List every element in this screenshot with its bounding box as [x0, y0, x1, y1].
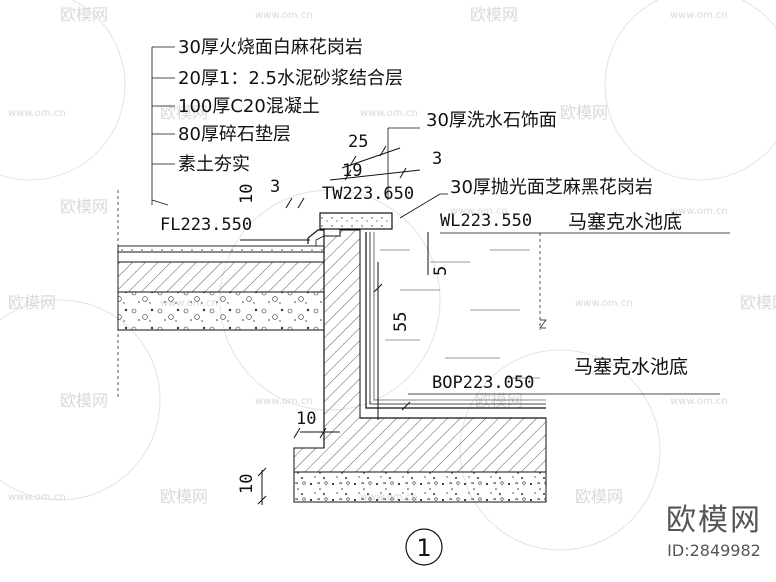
watermark-site: www.om.cn	[575, 298, 633, 309]
level-fl: FL223.550	[160, 215, 252, 235]
dim-10-left: 10	[237, 184, 257, 204]
wash-stone-label: 30厚洗水石饰面	[426, 110, 557, 131]
dimension-marks	[240, 145, 429, 505]
layer-label-soil: 素土夯实	[178, 154, 250, 175]
watermark-brand: 欧模网	[575, 487, 623, 506]
watermark-brand: 欧模网	[60, 197, 108, 216]
watermark-site: www.om.cn	[8, 108, 66, 119]
level-bop: BOP223.050	[432, 373, 534, 393]
layer-label-gravel: 80厚碎石垫层	[178, 124, 291, 145]
watermark-brand: 欧模网	[560, 103, 608, 122]
layer-label-concrete: 100厚C20混凝土	[178, 96, 320, 117]
watermark-layer: 欧模网 www.om.cn 欧模网 www.om.cn 欧模网 www.om.c…	[0, 0, 776, 551]
level-tw: TW223.650	[322, 184, 414, 204]
water-lines	[380, 249, 540, 379]
dim-10-base: 10	[237, 474, 257, 494]
brand-block: 欧模网 ID:2849982	[666, 495, 762, 560]
watermark-brand: 欧模网	[470, 5, 518, 24]
level-wl: WL223.550	[440, 211, 532, 231]
watermark-brand: 欧模网	[160, 487, 208, 506]
detail-number: 1	[416, 534, 431, 562]
watermark-brand: 欧模网	[60, 5, 108, 24]
layer-leaders	[151, 46, 730, 395]
watermark-brand: 欧模网	[60, 391, 108, 410]
watermark-site: www.om.cn	[670, 396, 728, 407]
ground-layers	[117, 245, 325, 331]
watermark-site: www.om.cn	[255, 10, 313, 21]
watermark-brand: 欧模网	[8, 293, 56, 312]
watermark-site: www.om.cn	[360, 108, 418, 119]
watermark-site: www.om.cn	[255, 396, 313, 407]
dim-55: 55	[391, 312, 411, 332]
watermark-brand: 欧模网	[475, 391, 523, 410]
dim-10-footing: 10	[296, 409, 316, 429]
mosaic-label-bottom: 马塞克水池底	[574, 356, 688, 378]
watermark-circle-3	[0, 299, 161, 501]
layer-label-mortar: 20厚1：2.5水泥砂浆结合层	[178, 68, 403, 89]
dim-3-left: 3	[270, 177, 280, 197]
coping-stone	[319, 212, 393, 230]
brand-id: ID:2849982	[667, 541, 761, 560]
layer-label-granite: 30厚火烧面白麻花岗岩	[178, 37, 363, 58]
base-slab	[293, 471, 547, 503]
coping-stone-label: 30厚抛光面芝麻黑花岗岩	[450, 177, 653, 198]
watermark-site: www.om.cn	[450, 206, 508, 217]
watermark-brand: 欧模网	[740, 293, 776, 312]
detail-marker: 1	[405, 528, 443, 566]
dim-25: 25	[348, 132, 368, 152]
watermark-site: www.om.cn	[670, 206, 728, 217]
watermark-site: www.om.cn	[8, 492, 66, 503]
watermark-site: www.om.cn	[670, 10, 728, 21]
dim-3-top: 3	[432, 149, 442, 169]
brand-name: 欧模网	[666, 503, 762, 538]
mosaic-label-top: 马塞克水池底	[568, 211, 682, 233]
dim-19: 19	[342, 161, 362, 181]
watermark-circle-2	[604, 0, 776, 181]
pool-wall	[293, 229, 547, 473]
watermark-circle-1	[0, 0, 126, 181]
dim-5: 5	[431, 266, 451, 276]
watermark-brand: 欧模网	[160, 103, 208, 122]
